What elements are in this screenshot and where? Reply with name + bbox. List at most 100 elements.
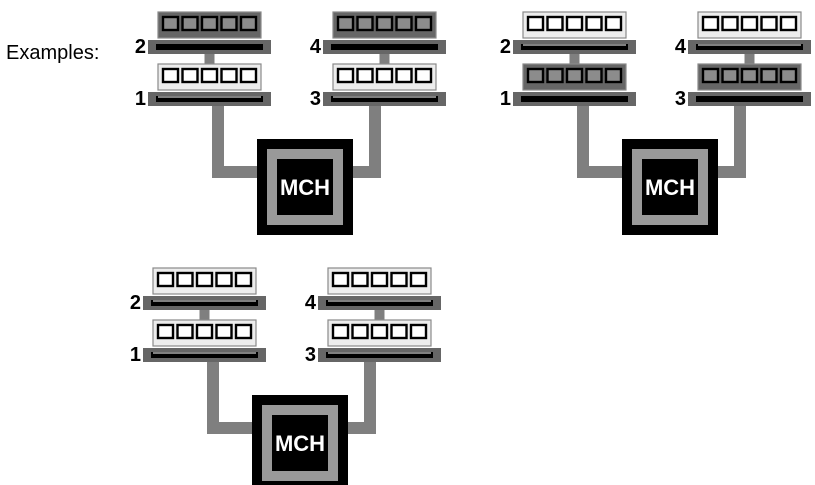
memory-slot-1: 1: [500, 63, 636, 110]
module-chip: [156, 271, 175, 288]
mch-chip-core: [277, 159, 333, 215]
module-chip: [414, 67, 433, 84]
slot-groove: [156, 44, 263, 50]
slot-number-label: 3: [675, 88, 686, 110]
module-chip: [375, 67, 394, 84]
module-chip: [740, 67, 759, 84]
memory-bus-left: [207, 362, 252, 434]
module-chip: [195, 271, 214, 288]
slot-number-label: 1: [500, 88, 511, 110]
module-chip: [370, 323, 389, 340]
slot-link-right: [374, 306, 385, 324]
module-chip: [604, 67, 623, 84]
slot-number-label: 2: [135, 36, 146, 58]
memory-bus-left: [577, 106, 622, 178]
memory-slot-1: 1: [130, 319, 266, 366]
module-chip: [409, 323, 428, 340]
module-chip: [356, 67, 374, 84]
slot-number-label: 4: [675, 36, 687, 58]
memory-slot-1: 1: [135, 63, 271, 110]
module-chip: [356, 15, 374, 32]
slot-groove: [521, 44, 628, 50]
module-chip: [375, 15, 394, 32]
module-chip: [239, 15, 258, 32]
memory-slot-3: 3: [305, 319, 441, 366]
module-chip: [195, 323, 214, 340]
module-chip: [546, 67, 564, 84]
module-chip: [779, 67, 798, 84]
slot-number-label: 2: [500, 36, 511, 58]
module-chip: [181, 67, 199, 84]
module-chip: [176, 271, 194, 288]
slot-groove: [696, 96, 803, 102]
module-chip: [565, 67, 584, 84]
module-chip: [220, 15, 238, 32]
mch-chip: MCH: [257, 139, 353, 235]
mch-chip-core: [272, 415, 328, 471]
memory-slot-4: 4: [675, 11, 811, 58]
mch-chip-core: [642, 159, 698, 215]
slot-groove: [326, 352, 433, 358]
module-chip: [215, 323, 233, 340]
examples-caption: Examples:: [6, 42, 100, 64]
slot-groove: [151, 300, 258, 306]
module-chip: [701, 15, 720, 32]
mch-chip: MCH: [622, 139, 718, 235]
module-chip: [239, 67, 258, 84]
slot-link-left: [569, 50, 580, 68]
slot-number-label: 4: [310, 36, 322, 58]
memory-slot-4: 4: [310, 11, 446, 58]
module-chip: [370, 271, 389, 288]
slot-groove: [156, 96, 263, 102]
module-chip: [176, 323, 194, 340]
slot-number-label: 1: [135, 88, 146, 110]
module-chip: [701, 67, 720, 84]
slot-link-right: [379, 50, 390, 68]
module-chip: [200, 15, 219, 32]
mch-chip-label: MCH: [280, 175, 330, 200]
mch-chip-label: MCH: [645, 175, 695, 200]
module-chip: [181, 15, 199, 32]
module-chip: [526, 67, 545, 84]
slot-link-left: [199, 306, 210, 324]
module-chip: [721, 67, 739, 84]
module-chip: [156, 323, 175, 340]
module-chip: [215, 271, 233, 288]
module-chip: [721, 15, 739, 32]
module-chip: [604, 15, 623, 32]
module-chip: [565, 15, 584, 32]
module-chip: [409, 271, 428, 288]
module-chip: [526, 15, 545, 32]
memory-slot-2: 2: [130, 267, 266, 314]
module-chip: [234, 323, 253, 340]
module-chip: [331, 271, 350, 288]
memory-bus-left: [212, 106, 257, 178]
slot-number-label: 4: [305, 292, 317, 314]
module-chip: [760, 15, 778, 32]
slot-groove: [521, 96, 628, 102]
mch-chip-label: MCH: [275, 431, 325, 456]
mch-chip: MCH: [252, 395, 348, 485]
memory-slot-4: 4: [305, 267, 441, 314]
module-chip: [161, 67, 180, 84]
memory-slot-2: 2: [135, 11, 271, 58]
module-chip: [546, 15, 564, 32]
module-chip: [760, 67, 778, 84]
module-chip: [740, 15, 759, 32]
slot-groove: [331, 96, 438, 102]
module-chip: [395, 67, 413, 84]
module-chip: [220, 67, 238, 84]
memory-slot-3: 3: [675, 63, 811, 110]
module-chip: [395, 15, 413, 32]
memory-slot-3: 3: [310, 63, 446, 110]
module-chip: [390, 271, 408, 288]
slot-link-left: [204, 50, 215, 68]
module-chip: [414, 15, 433, 32]
slot-number-label: 1: [130, 344, 141, 366]
module-chip: [779, 15, 798, 32]
module-chip: [336, 67, 355, 84]
